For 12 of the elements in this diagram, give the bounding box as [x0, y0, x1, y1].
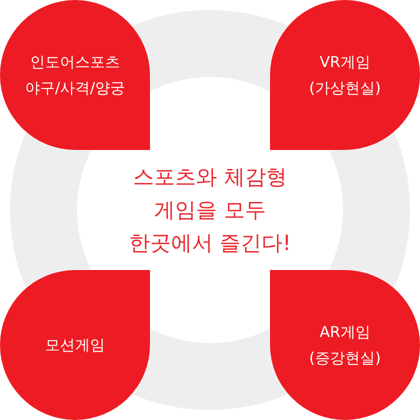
slogan-text: 스포츠와 체감형 게임을 모두 한곳에서 즐긴다! — [128, 164, 292, 256]
teardrop-shape — [270, 270, 420, 420]
teardrop-shape — [270, 0, 420, 150]
category-note: 야구/사격/양궁 — [24, 78, 126, 99]
category-label: 모션게임 — [45, 335, 105, 356]
teardrop-shape — [0, 270, 150, 420]
category-label: VR게임 — [320, 52, 370, 73]
teardrop-shape — [0, 0, 150, 150]
category-note: (증강현실) — [309, 348, 381, 369]
category-note: (가상현실) — [309, 78, 381, 99]
category-label: AR게임 — [320, 322, 370, 343]
category-label: 인도어스포츠 — [30, 52, 120, 73]
